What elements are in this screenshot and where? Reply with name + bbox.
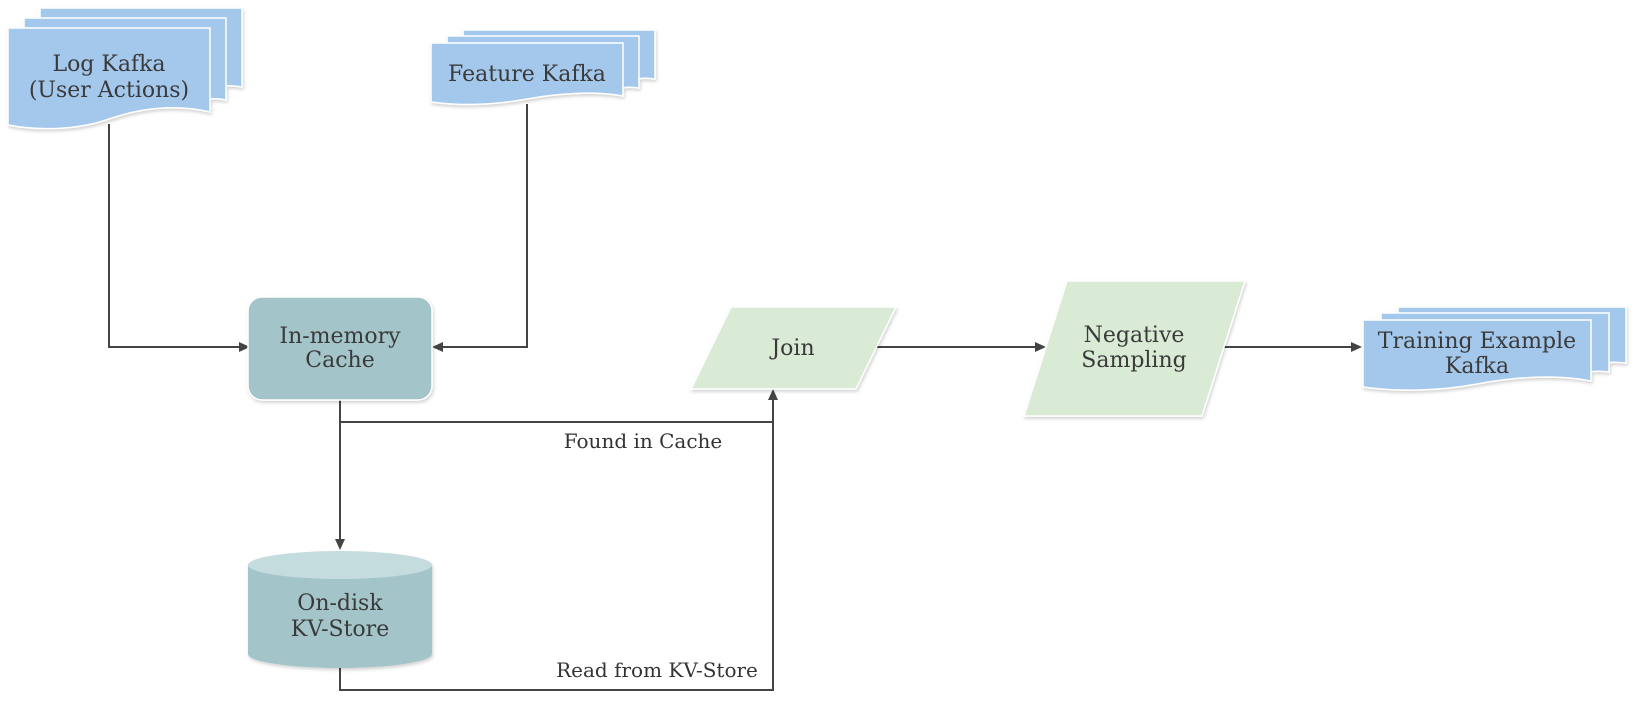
arrowhead-into-training-kafka xyxy=(1351,342,1362,352)
feature-kafka-doc-front xyxy=(430,42,624,106)
node-in-memory-cache xyxy=(247,296,433,401)
training-kafka-label-line1: Training Example xyxy=(1378,329,1576,354)
node-training-example-kafka xyxy=(1362,306,1627,391)
arrowhead-into-cache-left xyxy=(239,342,250,352)
node-feature-kafka xyxy=(430,29,656,106)
log-kafka-label-line2: (User Actions) xyxy=(29,78,189,103)
negative-sampling-label-line1: Negative xyxy=(1084,323,1185,348)
node-negative-sampling xyxy=(1022,280,1247,417)
label-read-from-kv-store: Read from KV-Store xyxy=(556,658,758,682)
join-label: Join xyxy=(769,336,814,361)
kv-store-cylinder-top xyxy=(248,551,432,579)
edge-cache-to-join xyxy=(339,400,773,423)
kv-store-label-line2: KV-Store xyxy=(291,617,389,642)
node-log-kafka xyxy=(7,7,243,130)
node-on-disk-kv-store xyxy=(248,551,432,668)
edge-feature-kafka-to-cache xyxy=(442,104,528,348)
edge-kv-store-to-join xyxy=(339,400,774,691)
log-kafka-doc-front xyxy=(7,27,211,130)
training-kafka-doc-front xyxy=(1362,319,1592,391)
log-kafka-label-line1: Log Kafka xyxy=(52,52,165,77)
training-kafka-label-line2: Kafka xyxy=(1445,354,1509,379)
in-memory-cache-label-line1: In-memory xyxy=(279,324,401,349)
in-memory-cache-label-line2: Cache xyxy=(305,348,374,373)
kv-store-cylinder-body xyxy=(248,565,432,668)
node-join xyxy=(689,306,898,390)
edges xyxy=(108,104,1362,691)
arrowhead-into-cache-right xyxy=(432,342,443,352)
negative-sampling-label-line2: Sampling xyxy=(1081,348,1186,373)
edge-log-kafka-to-cache xyxy=(108,124,240,348)
arrowhead-into-kv-store xyxy=(335,539,345,550)
arrowhead-into-negative-sampling xyxy=(1035,342,1046,352)
feature-kafka-label: Feature Kafka xyxy=(448,62,606,87)
arrowhead-into-join xyxy=(768,389,778,400)
kv-store-label-line1: On-disk xyxy=(297,591,383,616)
label-found-in-cache: Found in Cache xyxy=(564,429,723,453)
